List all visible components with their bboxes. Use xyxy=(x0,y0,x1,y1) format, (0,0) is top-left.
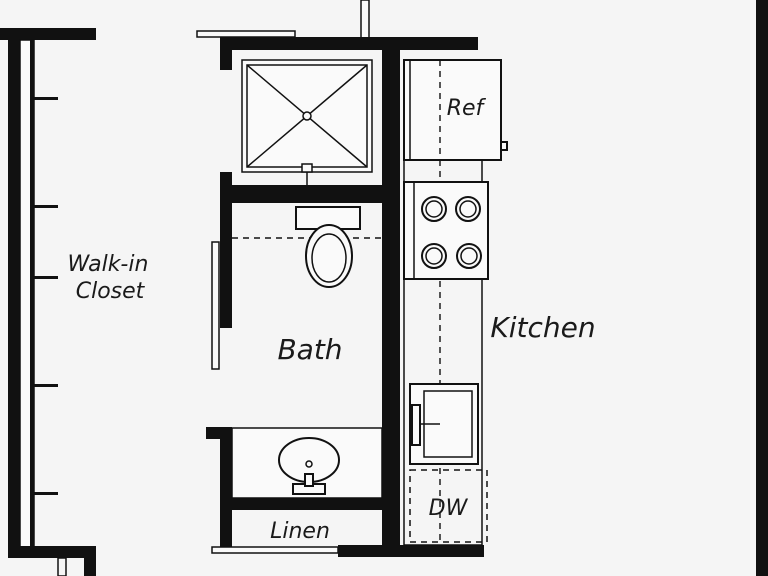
refrigerator-label: Ref xyxy=(447,96,487,121)
bath-left-wall-lower xyxy=(220,427,232,550)
closet-door-frame xyxy=(57,557,67,576)
closet-rod-bracket xyxy=(34,492,58,495)
bath-kitchen-wall xyxy=(382,37,400,557)
walk-in-closet-label-line2: Closet xyxy=(76,279,146,304)
bath-door-header xyxy=(196,30,296,38)
closet-walls xyxy=(0,28,96,576)
kitchen-sink-icon xyxy=(409,383,479,465)
walk-in-closet-label: Walk-in xyxy=(68,252,149,277)
range-icon xyxy=(403,181,489,280)
bath-label: Bath xyxy=(277,333,342,366)
bath-walls xyxy=(196,30,484,557)
linen-divider-wall xyxy=(232,498,382,510)
bath-top-wall xyxy=(220,37,478,50)
kitchen-label: Kitchen xyxy=(490,311,595,344)
bath-top-left-wall xyxy=(220,37,232,70)
closet-left-wall xyxy=(8,28,20,558)
closet-rod-bracket xyxy=(34,384,58,387)
right-exterior-wall xyxy=(756,0,768,576)
bath-left-wall-upper xyxy=(220,172,232,328)
linen-door-sill xyxy=(211,546,339,554)
bath-pocket-door xyxy=(211,241,220,370)
linen-label: Linen xyxy=(270,519,330,544)
shower-head-icon xyxy=(301,163,313,173)
closet-rod-bracket xyxy=(34,276,58,279)
closet-shelf-edge xyxy=(30,40,34,550)
refrigerator-icon xyxy=(403,59,508,161)
dishwasher-icon xyxy=(409,469,488,543)
bath-vanity xyxy=(231,427,383,499)
shower-wall xyxy=(232,185,382,203)
kitchen-counter xyxy=(403,159,483,546)
closet-top-wall xyxy=(0,28,96,40)
closet-rod-bracket xyxy=(34,97,58,100)
closet-bottom-wall xyxy=(8,546,96,558)
kitchen-bottom-wall xyxy=(338,545,484,557)
vent-pipe xyxy=(360,0,370,39)
closet-rod-bracket xyxy=(34,205,58,208)
dishwasher-label: DW xyxy=(429,496,469,521)
shower-drain-icon xyxy=(302,111,312,121)
closet-bottom-jamb xyxy=(84,546,96,576)
toilet-icon xyxy=(232,206,382,288)
shower-stall xyxy=(241,59,373,185)
